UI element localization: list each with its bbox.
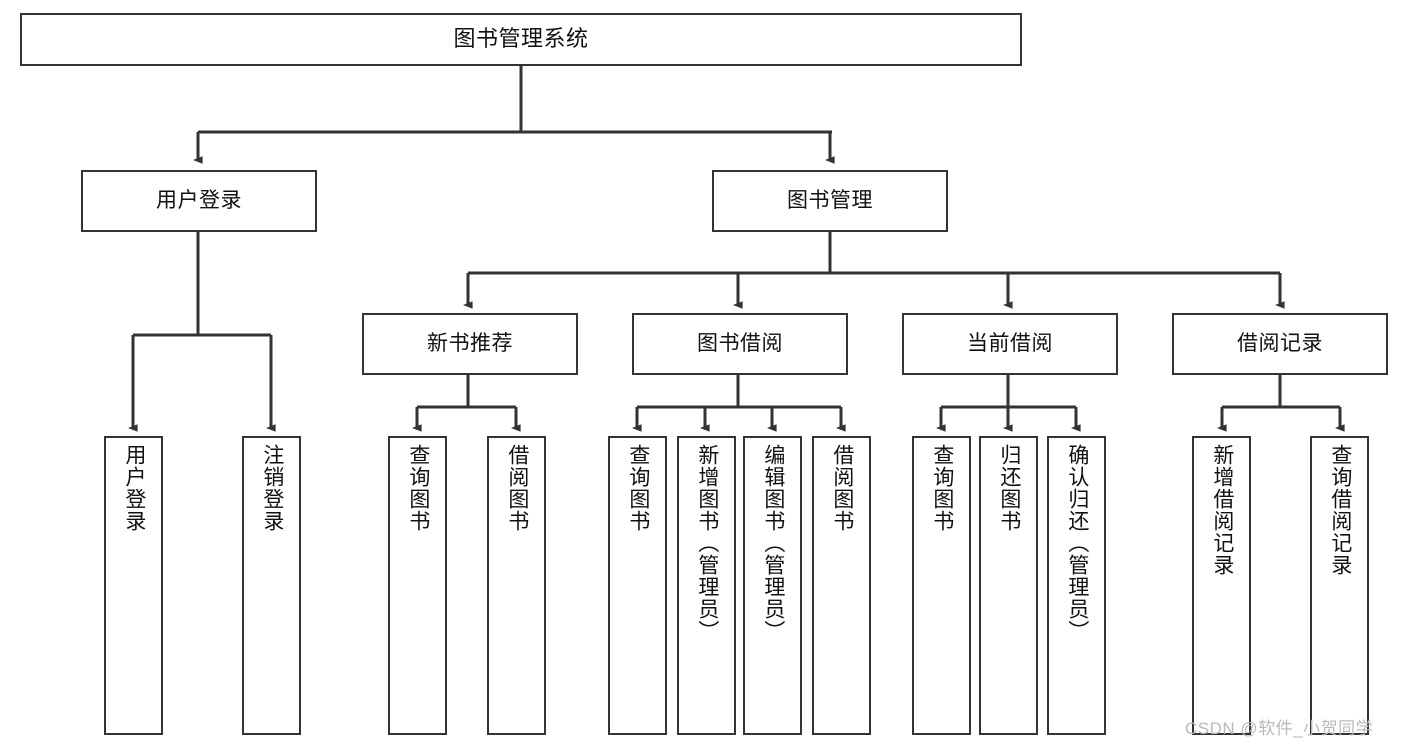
- node-leaf-user-login[interactable]: 用户登录: [104, 436, 163, 735]
- csdn-watermark: CSDN @软件_小贺同学: [1185, 719, 1374, 738]
- node-leaf-borrow-book-2[interactable]: 借阅图书: [812, 436, 871, 735]
- node-leaf-edit-book[interactable]: 编辑图书（管理员）: [743, 436, 802, 735]
- node-leaf-query-book-2[interactable]: 查询图书: [608, 436, 667, 735]
- node-leaf-add-book[interactable]: 新增图书（管理员）: [677, 436, 736, 735]
- node-leaf-add-record[interactable]: 新增借阅记录: [1192, 436, 1251, 735]
- node-book-borrow[interactable]: 图书借阅: [632, 313, 848, 375]
- node-leaf-user-logout[interactable]: 注销登录: [242, 436, 301, 735]
- node-leaf-query-record-label: 查询借阅记录: [1328, 444, 1352, 576]
- node-leaf-confirm-return-label: 确认归还（管理员）: [1065, 444, 1089, 642]
- node-leaf-borrow-book-1[interactable]: 借阅图书: [487, 436, 546, 735]
- node-leaf-user-logout-label: 注销登录: [260, 444, 284, 532]
- node-new-book-recommend[interactable]: 新书推荐: [362, 313, 578, 375]
- node-leaf-edit-book-label: 编辑图书（管理员）: [761, 444, 785, 642]
- node-current-borrow-label: 当前借阅: [967, 332, 1053, 356]
- node-leaf-return-book[interactable]: 归还图书: [979, 436, 1038, 735]
- node-book-manage-label: 图书管理: [787, 189, 873, 213]
- node-leaf-query-book-1[interactable]: 查询图书: [388, 436, 447, 735]
- node-borrow-record-label: 借阅记录: [1237, 332, 1323, 356]
- node-leaf-borrow-book-2-label: 借阅图书: [830, 444, 854, 532]
- node-borrow-record[interactable]: 借阅记录: [1172, 313, 1388, 375]
- node-root[interactable]: 图书管理系统: [20, 13, 1022, 66]
- node-leaf-query-book-3-label: 查询图书: [930, 444, 954, 532]
- node-leaf-add-record-label: 新增借阅记录: [1210, 444, 1234, 576]
- node-book-manage[interactable]: 图书管理: [712, 170, 948, 232]
- node-new-book-recommend-label: 新书推荐: [427, 332, 513, 356]
- node-leaf-query-book-3[interactable]: 查询图书: [912, 436, 971, 735]
- node-current-borrow[interactable]: 当前借阅: [902, 313, 1118, 375]
- node-leaf-query-book-2-label: 查询图书: [626, 444, 650, 532]
- node-leaf-query-book-1-label: 查询图书: [406, 444, 430, 532]
- node-leaf-query-record[interactable]: 查询借阅记录: [1310, 436, 1369, 735]
- node-book-borrow-label: 图书借阅: [697, 332, 783, 356]
- node-leaf-add-book-label: 新增图书（管理员）: [695, 444, 719, 642]
- node-leaf-user-login-label: 用户登录: [122, 444, 146, 532]
- node-leaf-borrow-book-1-label: 借阅图书: [505, 444, 529, 532]
- node-user-login-label: 用户登录: [156, 189, 242, 213]
- node-leaf-return-book-label: 归还图书: [997, 444, 1021, 532]
- node-root-label: 图书管理系统: [453, 26, 589, 52]
- node-user-login[interactable]: 用户登录: [81, 170, 317, 232]
- node-leaf-confirm-return[interactable]: 确认归还（管理员）: [1047, 436, 1106, 735]
